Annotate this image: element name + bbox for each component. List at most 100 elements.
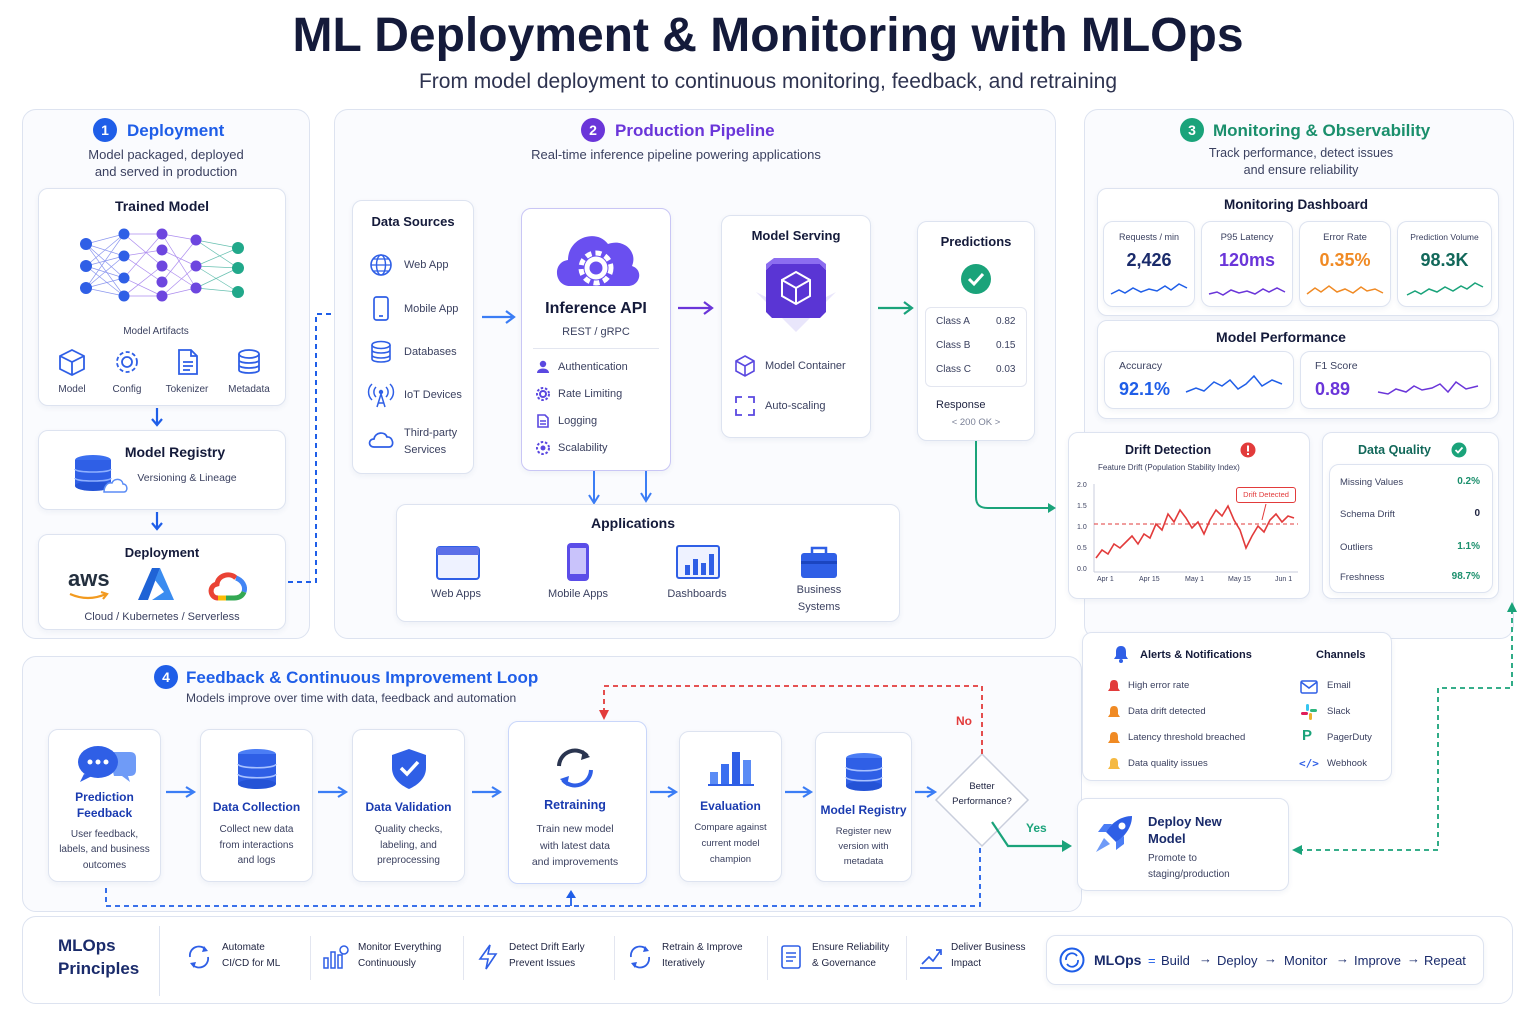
app-label: Systems [797,601,841,613]
card-title: Deployment [124,545,200,560]
principle-line: Impact [951,958,982,969]
principle-line: Continuously [358,958,416,969]
x-tick: Jun 1 [1275,576,1293,583]
divider [533,348,659,349]
class-label: Class B [936,340,971,351]
rocket-icon [1096,816,1132,852]
y-tick: 0.5 [1077,545,1087,552]
alert-bell-icon [1108,758,1120,769]
neural-network-icon [80,228,244,302]
step-desc: Collect new data [219,824,294,835]
formula-equals: = [1148,953,1156,968]
section-description: Model packaged, deployed [88,147,244,162]
step-desc: champion [709,854,752,865]
card-title: Drift Detection [1125,443,1212,457]
step-number: 2 [581,118,605,142]
container-box-icon [735,355,755,377]
page-subtitle: From model deployment to continuous moni… [418,70,1118,93]
sparkline [1377,380,1479,395]
no-label: No [956,714,972,728]
log-document-icon [537,414,549,428]
source-label: Mobile App [404,303,459,315]
connector-arrow [975,441,1056,513]
decision-label: Better [969,781,995,792]
section-description: Track performance, detect issues [1208,146,1394,160]
principle-line: Ensure Reliability [812,942,890,953]
yes-label: Yes [1026,821,1047,835]
section-description: and served in production [94,164,238,179]
section-description: Models improve over time with data, feed… [186,691,517,705]
data-sources-card [352,200,474,474]
alert-bell-icon [1108,732,1120,743]
cicd-cycle-icon [189,945,209,969]
formula-step: Build [1161,953,1190,968]
step-title: Data Validation [365,800,452,814]
briefcase-icon [801,546,837,578]
retrain-cycle-icon [557,748,593,788]
user-icon [537,360,549,373]
section-title: Production Pipeline [615,121,775,140]
database-icon [845,753,883,791]
step-desc: and improvements [531,856,619,868]
alert-item: High error rate [1128,680,1190,691]
alert-item: Data quality issues [1128,758,1208,769]
serving-feature-label: Model Container [765,360,846,372]
card-title: Trained Model [114,198,210,214]
section-title: Deployment [127,121,225,140]
step-desc: Quality checks, [374,824,443,835]
artifact-label: Config [112,384,142,395]
formula-step: Improve [1354,953,1401,968]
card-title: Data Quality [1358,443,1431,457]
check-circle-icon [961,264,991,294]
aws-smile-icon [69,590,109,600]
chat-bubbles-icon [78,746,136,782]
step-title: Evaluation [700,799,761,813]
metric-value: 120ms [1218,250,1276,270]
response-label: Response [936,399,986,411]
cloud-gear-icon [556,236,640,286]
step-desc: and logs [237,855,276,866]
quality-value: 0 [1474,508,1480,519]
lightning-icon [478,944,498,970]
alert-icon [1240,442,1256,458]
deploy-desc: Promote to [1148,853,1197,864]
channel-item: PagerDuty [1327,732,1372,743]
y-tick: 2.0 [1077,482,1087,489]
alerts-card [1082,632,1392,781]
gear-icon [116,351,138,373]
arrow-right-icon [482,310,516,324]
accuracy-metric [1104,351,1294,409]
predictions-card [917,221,1035,441]
card-title: Model [1148,831,1186,846]
email-icon [1300,680,1318,694]
step-desc: version with [838,841,889,852]
x-tick: Apr 1 [1097,576,1114,583]
alert-bell-icon [1108,706,1120,717]
registry-subtitle: Versioning & Lineage [137,472,237,484]
alerts-title: Alerts & Notifications [1140,649,1252,661]
cube-icon [59,348,85,377]
source-label: Third-party [404,427,458,439]
metric-label: Accuracy [1119,360,1163,372]
no-loop-arrow [599,685,983,754]
formula-arrow: → [1336,951,1349,966]
step-desc: Train new model [536,823,614,835]
feedback-step-card [200,729,313,882]
decision-label: Performance? [952,796,1012,807]
web-browser-icon [436,546,480,580]
drift-detected-flag: Drift Detected [1236,487,1296,503]
card-title: Deploy New [1148,814,1222,829]
gear-icon [536,387,550,401]
drift-line-chart [1093,484,1298,573]
step-number: 4 [154,665,178,689]
divider [614,936,615,980]
step-desc: from interactions [219,840,294,851]
governance-document-icon [781,945,801,969]
quality-value: 1.1% [1457,541,1480,552]
source-label: IoT Devices [404,389,462,401]
step-desc: with latest data [539,840,611,852]
step-title: Model Registry [820,803,907,817]
app-label: Mobile Apps [548,588,608,600]
app-label: Business [796,584,842,596]
sparkline [1110,283,1188,295]
